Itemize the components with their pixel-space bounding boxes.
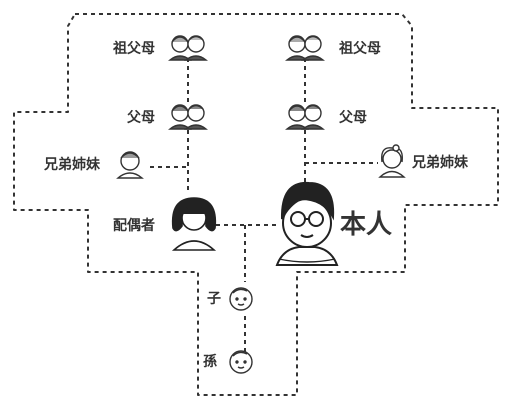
child-icon <box>229 287 253 311</box>
label-parents-right: 父母 <box>339 110 367 126</box>
spouse-icon <box>171 197 217 251</box>
label-child: 子 <box>207 291 221 307</box>
sibling-left-icon <box>116 151 144 179</box>
parents-left-icon <box>168 104 208 130</box>
grandchild-icon <box>229 350 253 374</box>
parents-right-icon <box>285 104 325 130</box>
grandparents-left-icon <box>168 35 208 61</box>
sibling-right-icon <box>378 144 406 178</box>
label-parents-left: 父母 <box>127 110 155 126</box>
self-icon <box>275 181 339 266</box>
grandparents-right-icon <box>285 35 325 61</box>
label-siblings-right: 兄弟姉妹 <box>412 155 468 171</box>
label-grandparents-left: 祖父母 <box>113 41 155 57</box>
label-spouse: 配偶者 <box>113 218 155 234</box>
label-siblings-left: 兄弟姉妹 <box>44 157 100 173</box>
label-grandparents-right: 祖父母 <box>339 41 381 57</box>
label-self: 本人 <box>340 210 393 240</box>
label-grandchild: 孫 <box>203 354 217 370</box>
boundary-outline <box>13 13 499 396</box>
